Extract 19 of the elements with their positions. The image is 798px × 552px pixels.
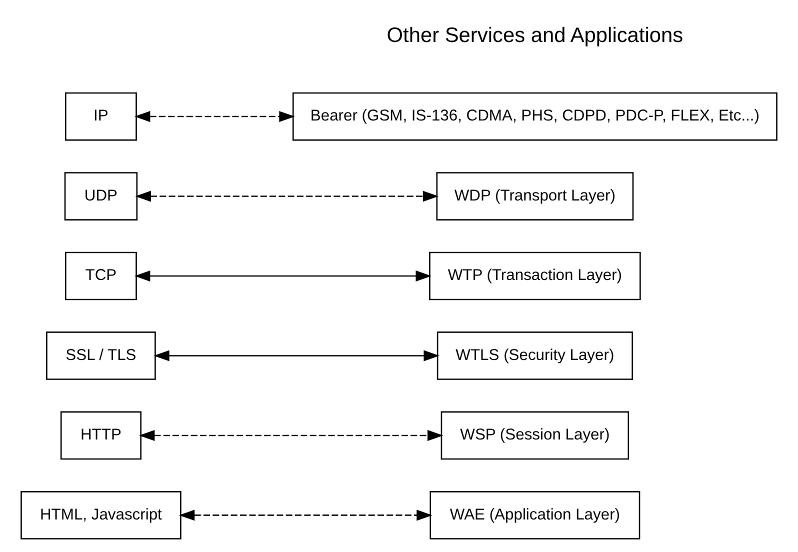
arrow [134,111,295,122]
node-box: HTTP [60,411,142,460]
node-box: TCP [65,252,137,300]
arrow [154,350,440,362]
node-box: IP [65,92,137,141]
arrow [178,510,432,521]
node-box: WDP (Transport Layer) [436,172,634,220]
arrow [134,270,432,282]
node-box: HTML, Javascript [20,491,182,540]
arrow [138,430,444,441]
node-box: WAE (Application Layer) [430,491,640,540]
node-text: Other Services and Applications [386,24,684,47]
node-box: Bearer (GSM, IS-136, CDMA, PHS, CDPD, PDC-P, FLEX, Etc...) [292,92,778,141]
node-box: WTP (Transaction Layer) [429,252,641,300]
node-box: SSL / TLS [46,332,156,380]
node-box: UDP [64,172,138,220]
arrow [135,190,439,202]
node-box: WTLS (Security Layer) [436,332,633,380]
node-box: WSP (Session Layer) [440,411,630,460]
